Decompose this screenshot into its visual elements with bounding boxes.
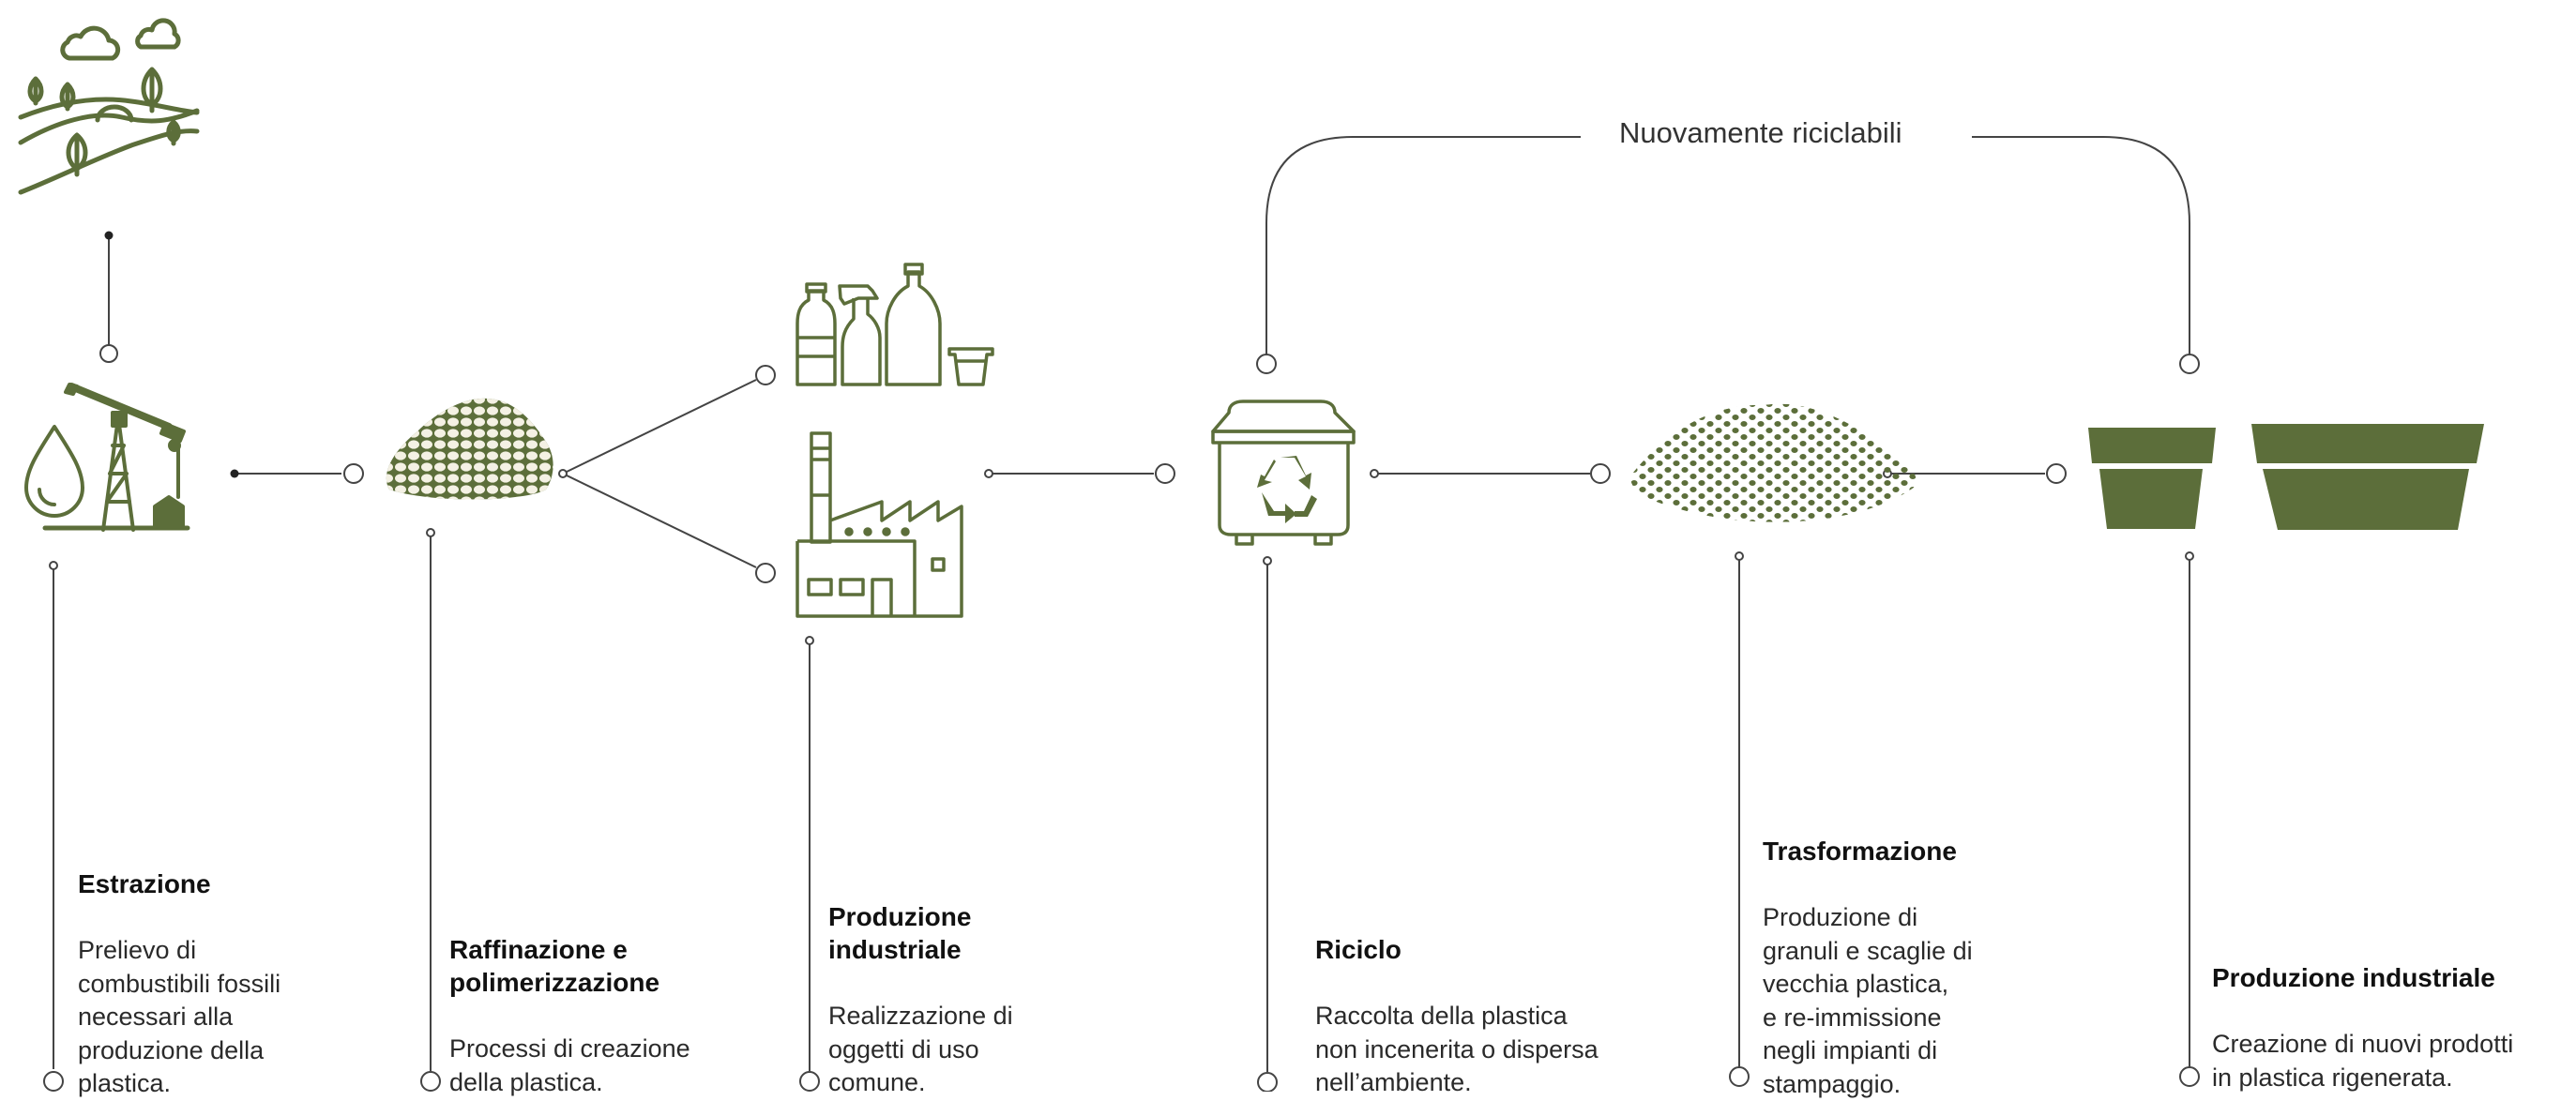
step-title: Trasformazione bbox=[1763, 837, 1957, 866]
loop-arc bbox=[1265, 136, 2190, 354]
step-title: Riciclo bbox=[1315, 935, 1402, 964]
landscape-icon bbox=[18, 18, 200, 195]
connector-nodes bbox=[43, 344, 2200, 1092]
step-title: Produzione industriale bbox=[2212, 963, 2495, 992]
pellets-pile-icon bbox=[386, 398, 553, 500]
bottles-icon bbox=[796, 263, 994, 386]
filled-nodes bbox=[104, 231, 239, 478]
factory-icon bbox=[796, 431, 963, 618]
connector-lines bbox=[53, 136, 2190, 1072]
plant-pots-icon bbox=[2088, 424, 2484, 530]
loop-label: Nuovamente riciclabili bbox=[1619, 116, 1902, 149]
oil-pump-icon bbox=[24, 383, 190, 532]
granules-icon bbox=[1630, 403, 1917, 522]
connector-refining-bottles bbox=[562, 379, 757, 475]
recycle-bin-icon bbox=[1211, 400, 1356, 546]
step-produzione-industriale-2: Produzione industriale Creazione di nuov… bbox=[2212, 961, 2568, 1094]
connector-refining-factory bbox=[562, 473, 757, 568]
step-title: Estrazione bbox=[78, 869, 211, 898]
